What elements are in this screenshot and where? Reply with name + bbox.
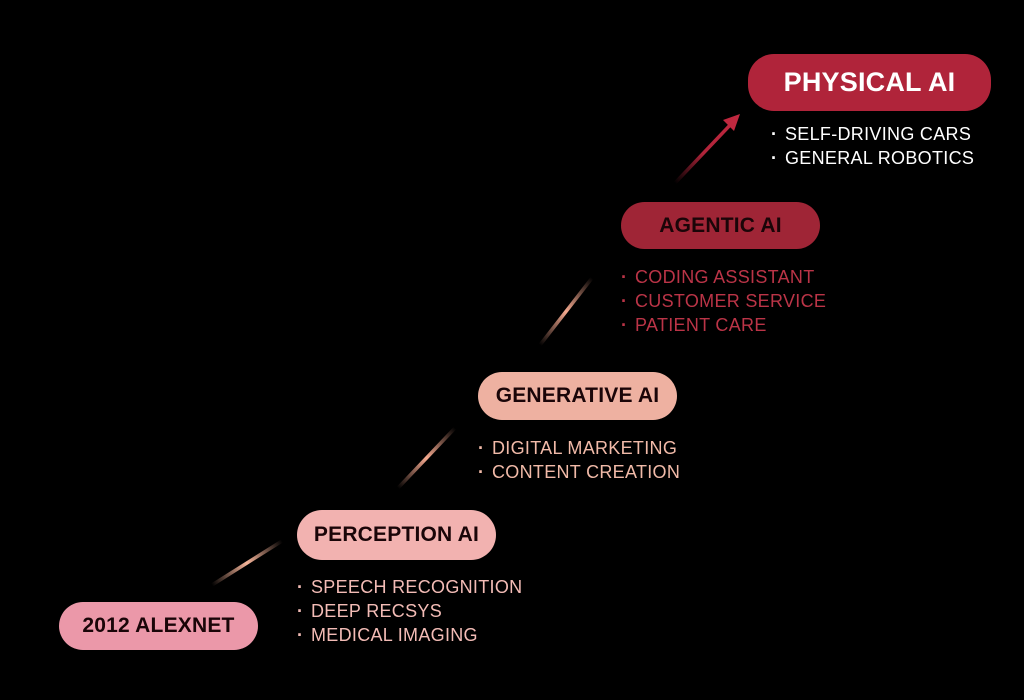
stage-label-perception: PERCEPTION AI bbox=[297, 510, 496, 560]
connector-streak-1 bbox=[210, 539, 284, 587]
stage-label-agentic: AGENTIC AI bbox=[621, 202, 820, 249]
use-case-item: DIGITAL MARKETING bbox=[478, 436, 680, 460]
use-case-item: SPEECH RECOGNITION bbox=[297, 575, 522, 599]
generative-use-cases: DIGITAL MARKETING CONTENT CREATION bbox=[478, 436, 680, 484]
use-case-item: CUSTOMER SERVICE bbox=[621, 289, 826, 313]
use-case-item: MEDICAL IMAGING bbox=[297, 623, 522, 647]
stage-label-physical: PHYSICAL AI bbox=[748, 54, 991, 111]
connector-streak-2 bbox=[396, 426, 457, 490]
perception-use-cases: SPEECH RECOGNITION DEEP RECSYS MEDICAL I… bbox=[297, 575, 522, 647]
stage-label-generative: GENERATIVE AI bbox=[478, 372, 677, 420]
connector-streak-3 bbox=[538, 276, 594, 347]
use-case-item: PATIENT CARE bbox=[621, 313, 826, 337]
physical-use-cases: SELF-DRIVING CARS GENERAL ROBOTICS bbox=[771, 122, 974, 170]
use-case-item: CODING ASSISTANT bbox=[621, 265, 826, 289]
stage-label-alexnet: 2012 ALEXNET bbox=[59, 602, 258, 650]
use-case-item: GENERAL ROBOTICS bbox=[771, 146, 974, 170]
use-case-item: SELF-DRIVING CARS bbox=[771, 122, 974, 146]
agentic-use-cases: CODING ASSISTANT CUSTOMER SERVICE PATIEN… bbox=[621, 265, 826, 337]
arrow-up-right-icon bbox=[673, 114, 740, 185]
use-case-item: CONTENT CREATION bbox=[478, 460, 680, 484]
use-case-item: DEEP RECSYS bbox=[297, 599, 522, 623]
